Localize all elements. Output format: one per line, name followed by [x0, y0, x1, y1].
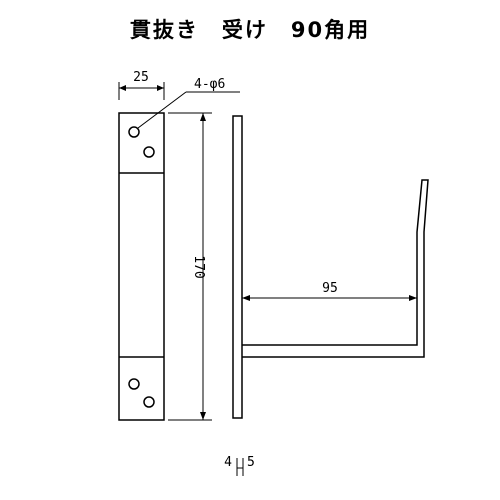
holes-label: 4-φ6 — [194, 77, 225, 92]
mounting-hole — [143, 146, 155, 158]
drawing-title: 貫抜き 受け 90角用 — [129, 18, 371, 42]
hole-leader: 4-φ6 — [137, 77, 240, 129]
height-dimension: 170 — [168, 112, 212, 421]
front-view-plate — [118, 112, 165, 421]
hook-arm — [242, 179, 429, 358]
thickness-label-a: 4 — [224, 455, 232, 470]
arm-length-label: 95 — [322, 281, 338, 296]
mounting-hole — [128, 126, 140, 138]
plate-outline — [118, 112, 165, 421]
mounting-hole — [128, 378, 140, 390]
mounting-hole — [143, 396, 155, 408]
width-label: 25 — [133, 70, 149, 85]
side-plate — [232, 115, 243, 419]
arm-length-dimension: 95 — [242, 281, 417, 301]
height-label: 170 — [191, 255, 206, 278]
thickness-dimension: 4 5 — [224, 455, 255, 476]
thickness-label-b: 5 — [247, 455, 255, 470]
width-dimension: 25 — [118, 70, 165, 100]
side-view — [232, 115, 429, 419]
